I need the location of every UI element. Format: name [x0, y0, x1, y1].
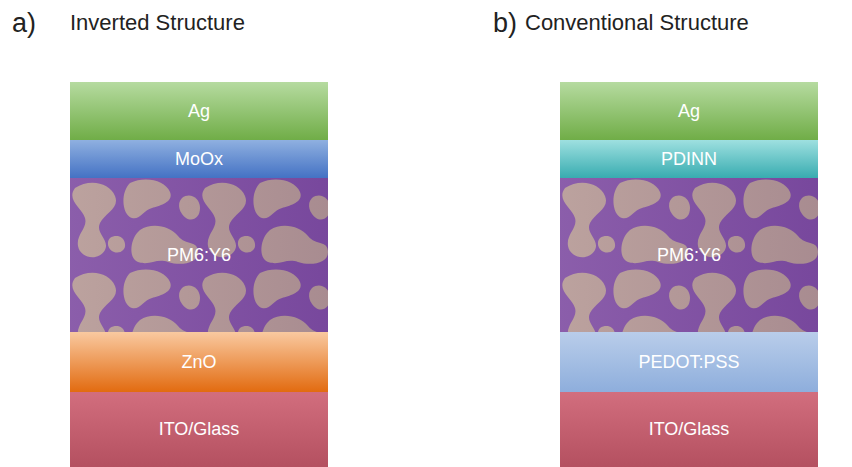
layer-name: ITO/Glass [159, 419, 240, 440]
layer-name: Ag [678, 101, 700, 122]
transport-layer: MoOx [70, 140, 328, 178]
layer-name: Ag [188, 101, 210, 122]
transport-layer: ZnO [70, 332, 328, 392]
transport-layer: PDINN [560, 140, 818, 178]
active-layer: PM6:Y6 [560, 178, 818, 332]
layer-name: PEDOT:PSS [638, 352, 739, 373]
layer-name: PM6:Y6 [657, 245, 721, 266]
panel-title: Inverted Structure [70, 10, 245, 36]
panel-title: Conventional Structure [525, 10, 749, 36]
layer-name: ITO/Glass [649, 419, 730, 440]
panel-letter: a) [12, 8, 36, 39]
layer-name: PDINN [661, 149, 717, 170]
active-layer: PM6:Y6 [70, 178, 328, 332]
electrode-layer: Ag [70, 82, 328, 140]
layer-name: MoOx [175, 149, 223, 170]
layer-name: ZnO [181, 352, 216, 373]
substrate-layer: ITO/Glass [560, 392, 818, 467]
layer-name: PM6:Y6 [167, 245, 231, 266]
substrate-layer: ITO/Glass [70, 392, 328, 467]
transport-layer: PEDOT:PSS [560, 332, 818, 392]
electrode-layer: Ag [560, 82, 818, 140]
panel-letter: b) [493, 8, 517, 39]
